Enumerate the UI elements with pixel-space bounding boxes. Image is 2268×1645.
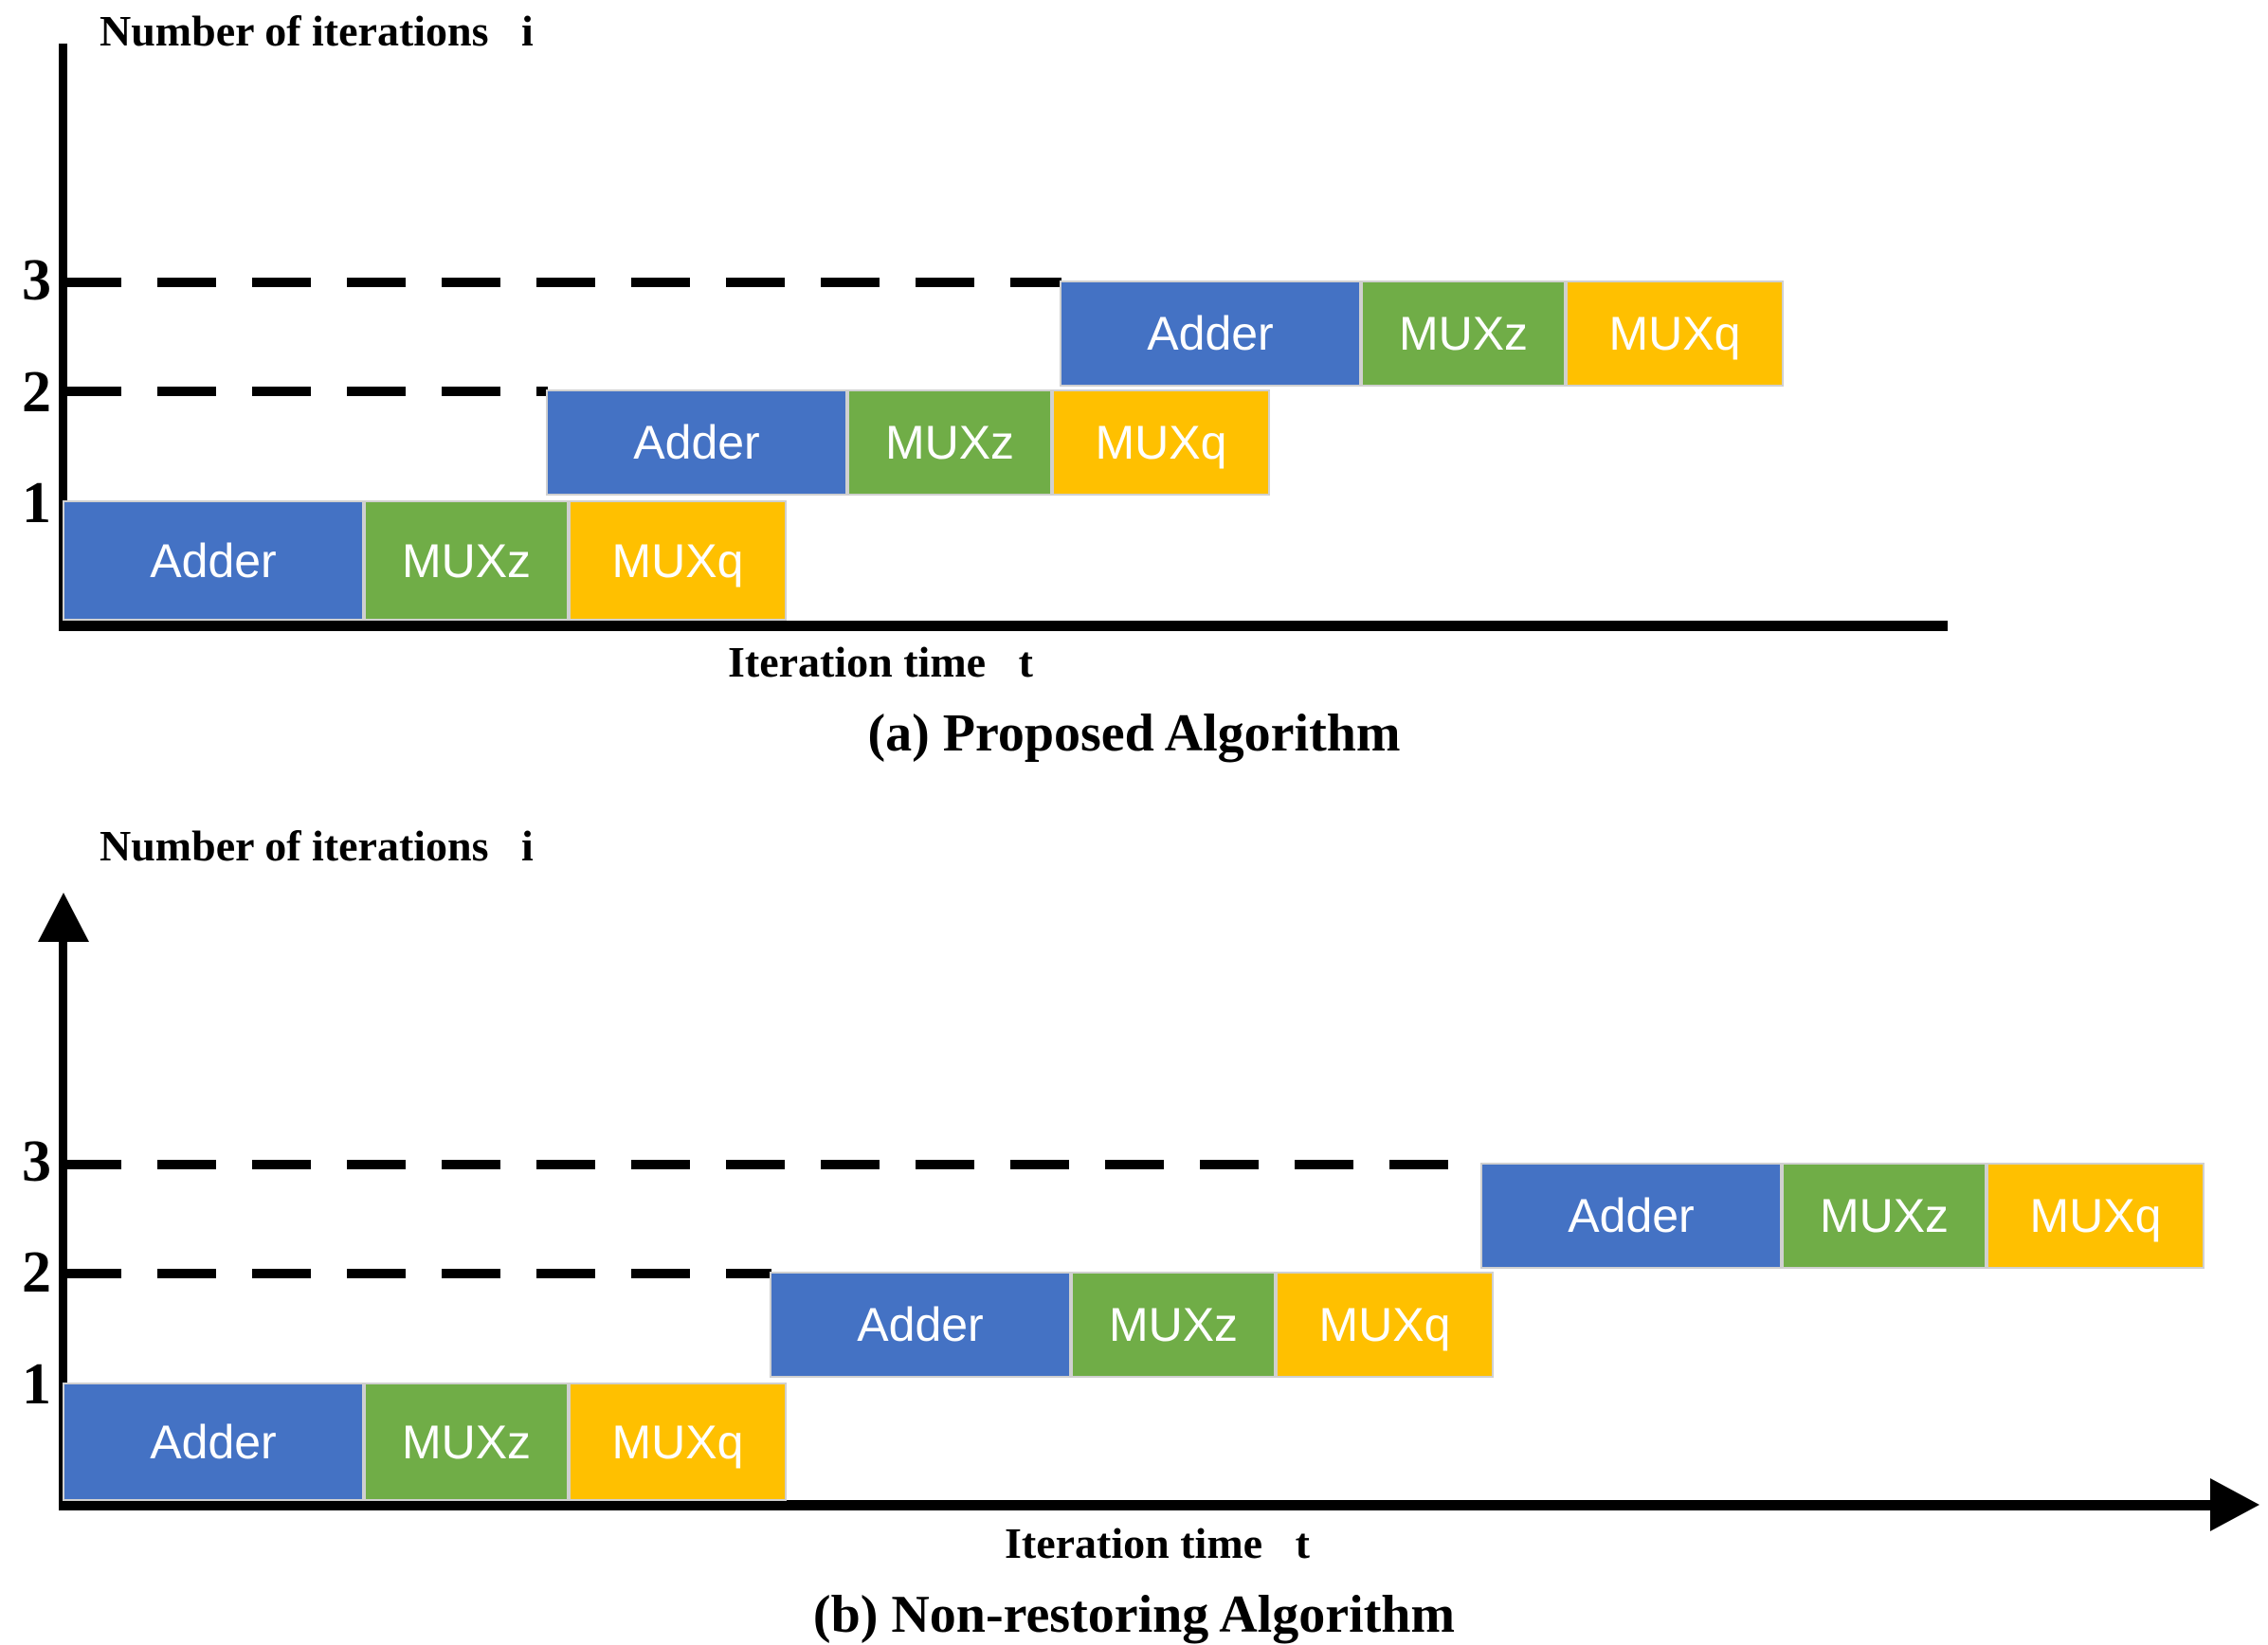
block-muxz-a-3: MUXz bbox=[1361, 280, 1566, 387]
y-axis-line-b bbox=[59, 938, 67, 1507]
y-axis-arrowhead-b bbox=[38, 893, 89, 942]
gridline-i2-b bbox=[63, 1269, 771, 1278]
y-tick-2-b: 2 bbox=[22, 1240, 51, 1305]
block-adder-a-2: Adder bbox=[546, 389, 847, 496]
x-axis-title-b: Iteration time t bbox=[1005, 1519, 1310, 1567]
y-tick-3-a: 3 bbox=[22, 248, 51, 313]
caption-b: (b) Non-restoring Algorithm bbox=[812, 1585, 1456, 1644]
block-muxz-a-1: MUXz bbox=[364, 500, 569, 621]
x-axis-title-a: Iteration time t bbox=[728, 638, 1033, 686]
block-muxz-b-1: MUXz bbox=[364, 1383, 569, 1501]
block-muxz-b-3: MUXz bbox=[1782, 1163, 1987, 1269]
y-tick-3-b: 3 bbox=[22, 1130, 51, 1194]
y-axis-title-b: Number of iterations i bbox=[100, 822, 534, 870]
block-adder-b-3: Adder bbox=[1480, 1163, 1782, 1269]
x-axis-line-a bbox=[59, 621, 1948, 631]
chart-non-restoring-algorithm: Number of iterations i 3 2 1 Adder MUXz … bbox=[0, 815, 2268, 1644]
y-axis-title-a: Number of iterations i bbox=[100, 7, 534, 55]
block-adder-a-1: Adder bbox=[63, 500, 364, 621]
block-adder-b-1: Adder bbox=[63, 1383, 364, 1501]
block-muxq-a-3: MUXq bbox=[1566, 280, 1784, 387]
block-muxq-a-2: MUXq bbox=[1052, 389, 1270, 496]
block-muxq-a-1: MUXq bbox=[569, 500, 787, 621]
x-axis-line-b bbox=[59, 1500, 2212, 1510]
y-axis-line-a bbox=[59, 44, 67, 627]
y-tick-2-a: 2 bbox=[22, 360, 51, 425]
block-muxq-b-3: MUXq bbox=[1987, 1163, 2204, 1269]
block-muxq-b-2: MUXq bbox=[1276, 1272, 1494, 1378]
block-adder-a-3: Adder bbox=[1060, 280, 1361, 387]
caption-a: (a) Proposed Algorithm bbox=[867, 704, 1401, 763]
gridline-i2-a bbox=[63, 387, 548, 396]
block-muxz-b-2: MUXz bbox=[1071, 1272, 1276, 1378]
y-tick-1-b: 1 bbox=[22, 1352, 51, 1417]
chart-proposed-algorithm: Number of iterations i 3 2 1 Adder MUXz … bbox=[0, 0, 2268, 777]
gridline-i3-a bbox=[63, 278, 1061, 287]
block-muxz-a-2: MUXz bbox=[847, 389, 1052, 496]
x-axis-arrowhead-b bbox=[2210, 1478, 2259, 1531]
block-muxq-b-1: MUXq bbox=[569, 1383, 787, 1501]
block-adder-b-2: Adder bbox=[770, 1272, 1071, 1378]
y-tick-1-a: 1 bbox=[22, 471, 51, 535]
gridline-i3-b bbox=[63, 1160, 1482, 1169]
